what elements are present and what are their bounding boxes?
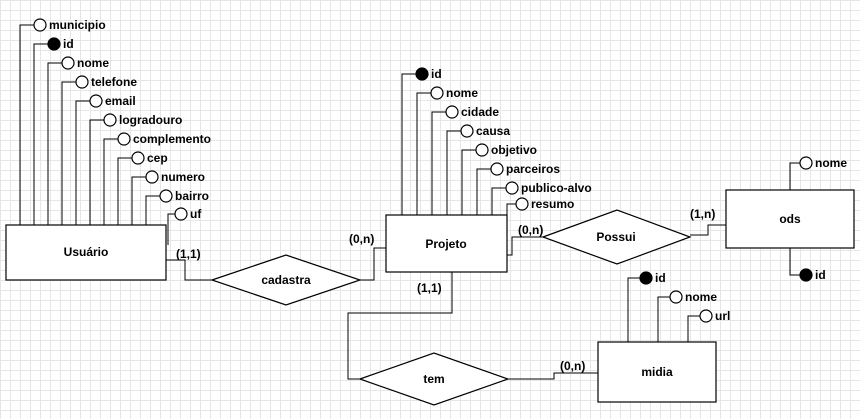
attribute-circle-icon xyxy=(490,162,504,176)
entity-projeto-title: Projeto xyxy=(425,237,466,251)
attribute-label: nome xyxy=(446,86,478,100)
cardinality-usuario-cadastra: (1,1) xyxy=(176,247,201,261)
attribute-label: id xyxy=(63,37,74,51)
relationship-possui[interactable]: Possui xyxy=(541,209,692,265)
attribute-circle-icon xyxy=(33,18,47,32)
attribute-circle-icon xyxy=(430,86,444,100)
ods-attributes: nome id xyxy=(799,156,847,282)
attribute-circle-icon xyxy=(669,290,683,304)
relationship-cadastra[interactable]: cadastra xyxy=(210,254,362,306)
attribute-circle-icon xyxy=(475,143,489,157)
attribute-circle-icon xyxy=(131,151,145,165)
attribute-circle-icon xyxy=(699,309,713,323)
entity-ods[interactable]: ods xyxy=(725,189,855,249)
cardinality-cadastra-projeto: (0,n) xyxy=(349,232,374,246)
entity-projeto[interactable]: Projeto xyxy=(385,214,508,273)
attribute-circle-icon xyxy=(445,105,459,119)
attribute-label: id xyxy=(815,268,826,282)
attribute-circle-icon xyxy=(460,124,474,138)
attribute-circle-icon xyxy=(174,207,188,221)
key-attribute-circle-icon xyxy=(415,67,429,81)
attribute-label: nome xyxy=(685,290,717,304)
attribute-circle-icon xyxy=(61,56,75,70)
attribute-label: nome xyxy=(77,56,109,70)
attribute-label: cep xyxy=(147,151,168,165)
attribute-label: id xyxy=(655,271,666,285)
cardinality-possui-ods: (1,n) xyxy=(690,207,715,221)
key-attribute-circle-icon xyxy=(47,37,61,51)
entity-usuario-title: Usuário xyxy=(64,245,109,259)
attribute-label: complemento xyxy=(133,132,211,146)
attribute-label: logradouro xyxy=(119,113,182,127)
midia-attribute-connectors xyxy=(627,277,700,342)
attribute-label: bairro xyxy=(175,189,209,203)
attribute-label: publico-alvo xyxy=(521,181,592,195)
midia-attributes: id nome url xyxy=(639,271,730,323)
attribute-circle-icon xyxy=(505,181,519,195)
attribute-label: municipio xyxy=(49,18,106,32)
attribute-circle-icon xyxy=(145,170,159,184)
projeto-attributes: id nome cidade causa objetivo parceiros … xyxy=(415,67,592,211)
attribute-label: resumo xyxy=(531,197,574,211)
attribute-circle-icon xyxy=(159,189,173,203)
attribute-label: id xyxy=(431,67,442,81)
cardinality-labels: (1,1) (0,n) (0,n) (1,n) (1,1) (0,n) xyxy=(176,207,715,373)
ods-attribute-connectors xyxy=(789,162,800,276)
attribute-label: causa xyxy=(476,124,510,138)
cardinality-projeto-tem: (1,1) xyxy=(417,281,442,295)
attribute-label: objetivo xyxy=(491,143,537,157)
relationship-tem[interactable]: tem xyxy=(358,352,510,406)
attribute-label: uf xyxy=(190,207,202,221)
attribute-circle-icon xyxy=(89,94,103,108)
relationship-tem-label: tem xyxy=(423,372,444,386)
entity-usuario[interactable]: Usuário xyxy=(5,224,167,281)
relationship-cadastra-label: cadastra xyxy=(261,273,311,287)
attribute-circle-icon xyxy=(515,197,529,211)
attribute-label: cidade xyxy=(461,105,499,119)
relationship-connectors xyxy=(166,224,726,380)
entity-midia[interactable]: midia xyxy=(597,341,717,403)
attribute-label: nome xyxy=(815,156,847,170)
projeto-attribute-connectors xyxy=(401,73,516,215)
cardinality-projeto-possui: (0,n) xyxy=(518,223,543,237)
relationship-possui-label: Possui xyxy=(596,230,635,244)
attribute-circle-icon xyxy=(75,75,89,89)
attribute-label: url xyxy=(715,309,730,323)
attribute-label: numero xyxy=(161,170,205,184)
key-attribute-circle-icon xyxy=(799,268,813,282)
usuario-attribute-connectors xyxy=(19,24,175,245)
attribute-circle-icon xyxy=(799,156,813,170)
entity-ods-title: ods xyxy=(779,212,801,226)
key-attribute-circle-icon xyxy=(639,271,653,285)
attribute-label: email xyxy=(105,94,136,108)
attribute-label: telefone xyxy=(91,75,137,89)
cardinality-tem-midia: (0,n) xyxy=(560,359,585,373)
attribute-label: parceiros xyxy=(506,162,560,176)
attribute-circle-icon xyxy=(103,113,117,127)
attribute-circle-icon xyxy=(117,132,131,146)
usuario-attributes: municipio id nome telefone email logrado… xyxy=(33,18,211,221)
entity-midia-title: midia xyxy=(641,365,673,379)
